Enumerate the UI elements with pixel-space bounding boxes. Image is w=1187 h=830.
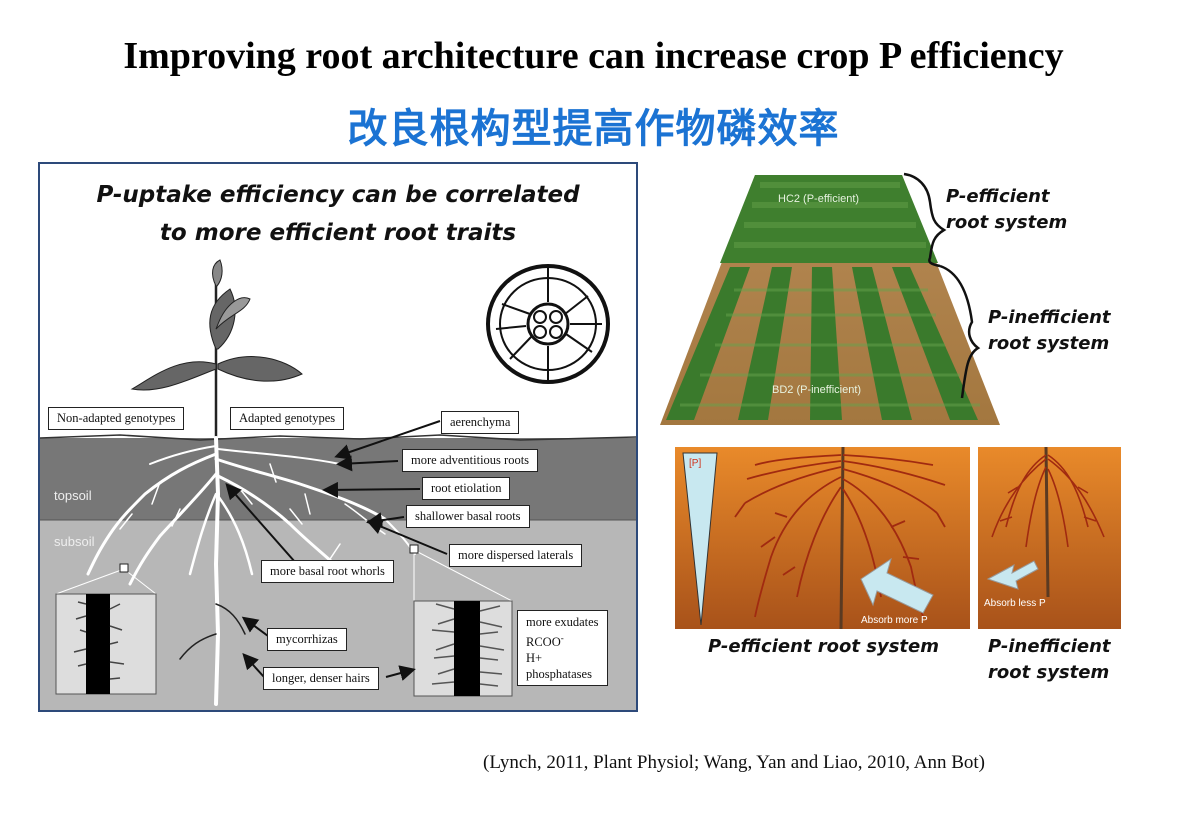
topsoil-layer [40,438,636,520]
root-hair-inset-right [409,544,513,697]
slide-title-english: Improving root architecture can increase… [123,35,1064,77]
photo-braces [903,172,981,399]
absorb-more-label: Absorb more P [861,615,928,626]
diagram-inefficient-line2: root system [988,662,1110,683]
root-etiolation-label: root etiolation [422,477,511,500]
root-cross-section [486,264,610,384]
field-trial-photo: HC2 (P-efficient) BD2 (P-inefficient) [660,175,1000,425]
absorb-less-arrow [986,560,1039,590]
field-photo-graphic [660,175,1000,425]
plant-shoot [130,259,303,438]
basal-root-whorls-label: more basal root whorls [261,560,394,583]
phosphorus-gradient-label: [P] [689,458,702,469]
brace-efficient [903,172,947,268]
inefficient-root-diagram: Absorb less P [978,446,1121,629]
root-hair-inset-left [55,563,157,695]
photo-efficient-caption: P-efficient root system [946,184,1067,236]
efficient-plots [720,175,938,263]
slide-title-chinese: 改良根构型提高作物磷效率 [347,106,840,152]
photo-efficient-line2: root system [946,212,1068,233]
root-hairs-label: longer, denser hairs [263,667,379,690]
inefficient-plot-label: BD2 (P-inefficient) [772,384,862,396]
carboxylate-line: RCOO- [526,633,564,650]
diagram-inefficient-caption: P-inefficient root system [988,634,1110,686]
photo-inefficient-caption: P-inefficient root system [988,305,1110,357]
subsoil-label: subsoil [54,534,95,549]
phosphatases-line: phosphatases [526,667,592,682]
brace-inefficient [939,264,981,399]
diagram-efficient-caption: P-efficient root system [708,636,939,657]
efficient-root-graphic [675,446,970,630]
panel-heading-line1: P-uptake efficiency can be correlated [96,182,580,208]
mycorrhizas-label: mycorrhizas [267,628,347,651]
panel-heading-line2: to more efficient root traits [159,220,517,246]
inefficient-root-graphic [978,446,1121,629]
phosphorus-gradient-wedge [682,452,718,626]
topsoil-label: topsoil [54,488,92,503]
diagram-inefficient-line1: P-inefficient [988,636,1111,657]
aerenchyma-label: aerenchyma [441,411,520,434]
adapted-genotypes-label: Adapted genotypes [230,407,345,430]
photo-inefficient-line1: P-inefficient [988,307,1111,328]
trait-pointer-arrows [225,420,448,681]
proton-line: H+ [526,651,543,666]
efficient-root-diagram: [P] Absorb more P [675,446,970,630]
adventitious-roots-label: more adventitious roots [402,449,539,472]
non-adapted-genotypes-label: Non-adapted genotypes [48,407,185,430]
exudates-line: more exudates [526,615,599,629]
absorb-less-label: Absorb less P [984,598,1046,609]
root-traits-diagram: P-uptake efficiency can be correlated to… [38,162,638,712]
soil-surface-line [40,434,636,441]
shallower-basal-roots-label: shallower basal roots [406,505,530,528]
exudates-label: more exudates RCOO- H+ phosphatases [517,610,608,687]
efficient-plot-label: HC2 (P-efficient) [778,193,860,205]
photo-inefficient-line2: root system [988,333,1110,354]
dispersed-laterals-label: more dispersed laterals [449,544,583,567]
absorb-more-arrow [860,557,934,614]
inefficient-roots [991,446,1105,598]
citation: (Lynch, 2011, Plant Physiol; Wang, Yan a… [483,752,985,773]
photo-efficient-line1: P-efficient [946,186,1050,207]
